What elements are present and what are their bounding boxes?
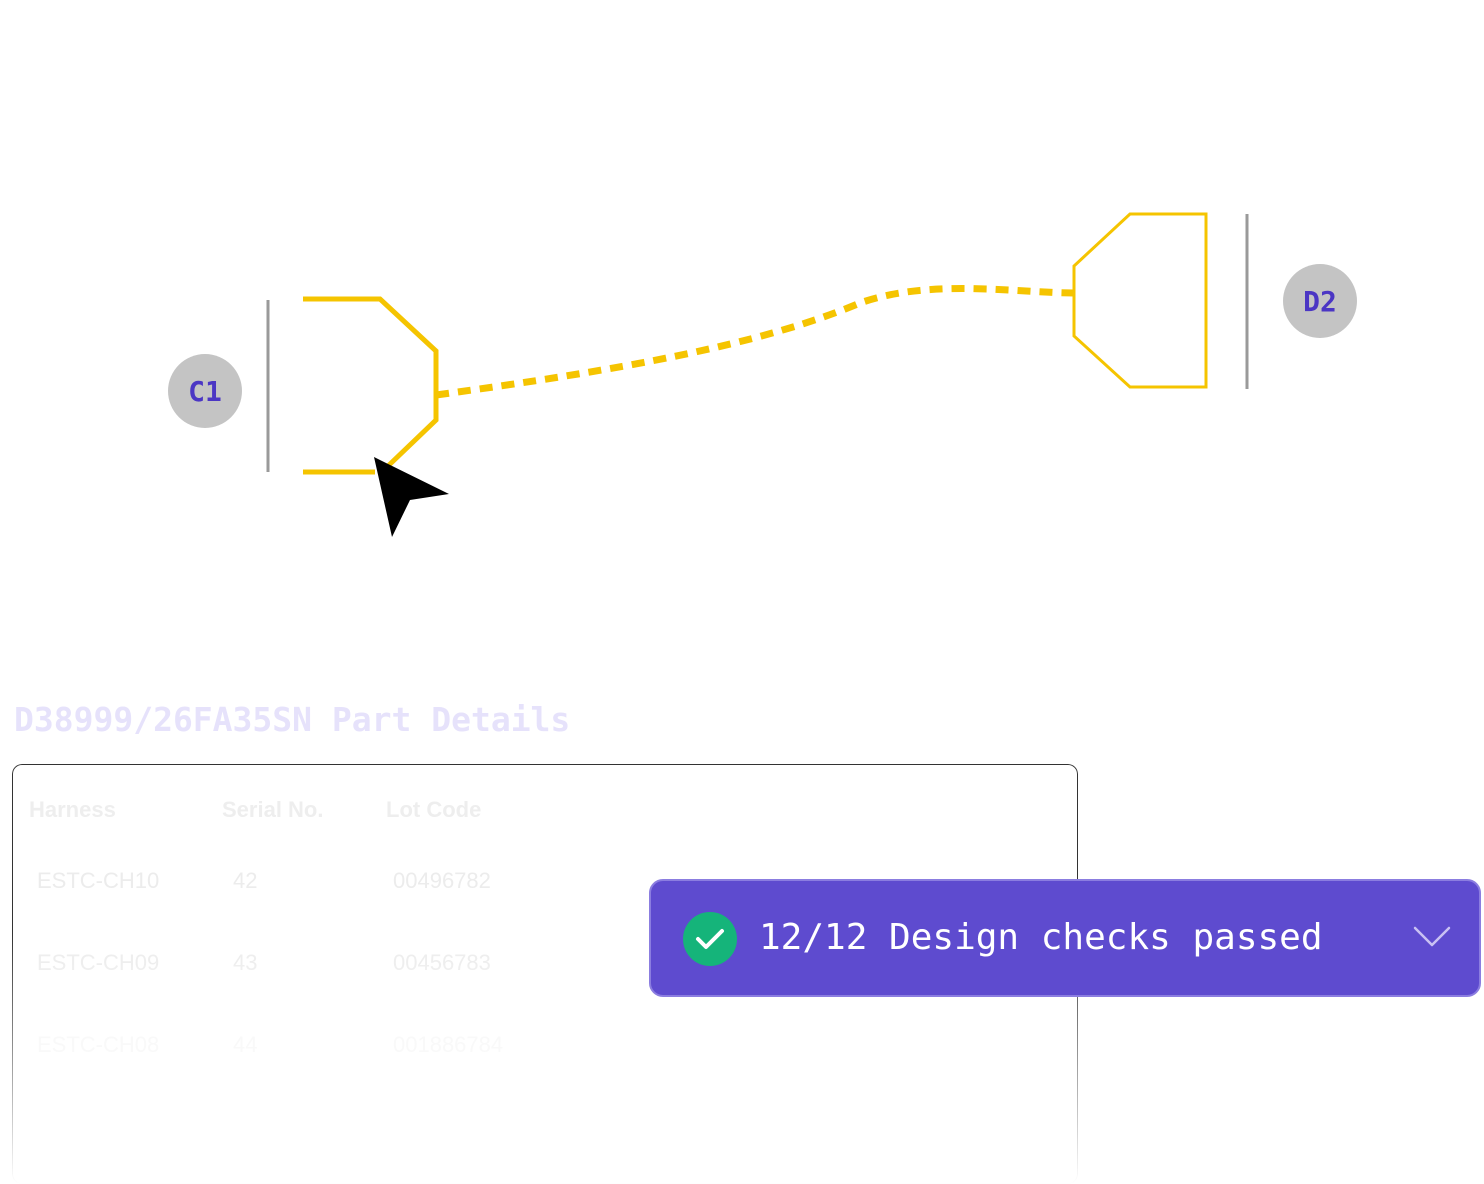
connector-d2-badge[interactable]: D2	[1283, 264, 1357, 338]
connector-d2-shape[interactable]	[1072, 212, 1208, 389]
cell-lot-code: 00496782	[393, 868, 491, 893]
connector-c1-shape[interactable]	[303, 296, 439, 475]
cell-serial: 43	[233, 950, 258, 975]
cell-harness: ESTC-CH08	[37, 1032, 160, 1057]
diagram-canvas	[266, 212, 1249, 537]
connector-c1-badge[interactable]: C1	[168, 354, 242, 428]
cell-lot-code: 001886784	[393, 1032, 504, 1057]
part-details-title: D38999/26FA35SN Part Details	[14, 700, 571, 739]
cell-harness: ESTC-CH09	[37, 950, 160, 975]
cell-serial: 42	[233, 868, 258, 893]
cell-harness: ESTC-CH10	[37, 868, 160, 893]
chevron-down-icon[interactable]	[1413, 925, 1451, 949]
check-circle-icon	[683, 912, 737, 966]
cell-lot-code: 00456783	[393, 950, 491, 975]
design-checks-toast[interactable]: 12/12 Design checks passed	[649, 879, 1481, 997]
column-header-lot-code[interactable]: Lot Code	[386, 797, 482, 822]
design-checks-message: 12/12 Design checks passed	[759, 917, 1323, 958]
column-header-serial[interactable]: Serial No.	[222, 797, 324, 822]
wiring-diagram: C1 D2	[168, 212, 1357, 537]
wire-c1-d2[interactable]	[435, 285, 1075, 399]
column-header-harness[interactable]: Harness	[29, 797, 116, 822]
cell-serial: 44	[233, 1032, 258, 1057]
mouse-cursor-icon	[374, 457, 449, 537]
